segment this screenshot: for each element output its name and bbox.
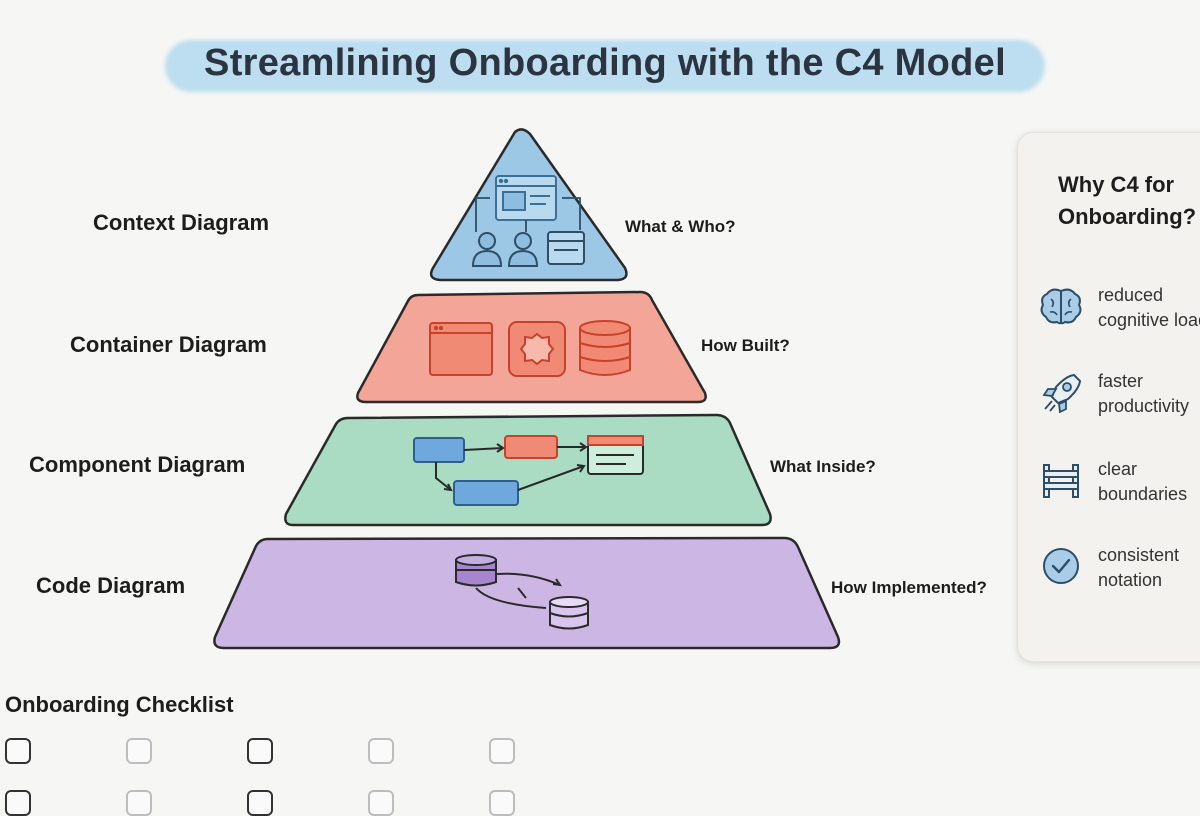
title-highlight: [165, 40, 1045, 92]
benefit-item: faster productivity: [1036, 367, 1200, 427]
browser-window-icon: [495, 175, 557, 221]
checklist-checkbox[interactable]: [489, 738, 515, 764]
level-question-code: How Implemented?: [831, 578, 987, 597]
checklist-checkbox[interactable]: [247, 790, 273, 816]
checklist-checkbox[interactable]: [126, 738, 152, 764]
benefit-text: faster productivity: [1098, 371, 1190, 416]
component-flow-icon: [413, 435, 644, 506]
pyramid-level-context: [429, 128, 628, 282]
level-question-context: What & Who?: [625, 217, 736, 236]
benefit-item: consistent notation: [1036, 541, 1200, 601]
user-icon: [471, 232, 503, 267]
benefit-item: reduced cognitive load: [1036, 281, 1200, 341]
pyramid-level-code: [213, 536, 841, 650]
page-title: Streamlining Onboarding with the C4 Mode…: [204, 42, 1006, 84]
database-icon: [579, 320, 631, 376]
user-icon: [507, 232, 539, 267]
checklist-checkbox[interactable]: [126, 790, 152, 816]
app-window-icon: [429, 322, 493, 376]
window-icon: [547, 231, 585, 265]
level-label-context: Context Diagram: [93, 210, 270, 235]
level-label-code: Code Diagram: [36, 573, 186, 598]
benefit-item: clear boundaries: [1036, 455, 1200, 515]
brain-icon: [1040, 288, 1082, 325]
level-label-container: Container Diagram: [70, 332, 267, 357]
benefit-text: clear boundaries: [1098, 459, 1188, 504]
panel-title: Why C4 for Onboarding?: [1058, 172, 1197, 229]
checklist-checkbox[interactable]: [489, 790, 515, 816]
checklist-checkbox[interactable]: [368, 790, 394, 816]
check-circle-icon: [1043, 548, 1079, 584]
benefit-text: reduced cognitive load: [1098, 285, 1200, 330]
level-label-component: Component Diagram: [29, 452, 246, 477]
benefits-panel: Why C4 for Onboarding? reduced cognitive…: [1017, 132, 1200, 662]
checklist-checkbox[interactable]: [5, 790, 31, 816]
title-banner: Streamlining Onboarding with the C4 Mode…: [165, 32, 1045, 94]
pyramid-level-container: [356, 290, 707, 404]
connector-lines: [475, 197, 581, 232]
checklist-checkbox[interactable]: [5, 738, 31, 764]
level-question-component: What Inside?: [770, 457, 876, 476]
gear-icon: [508, 321, 566, 377]
code-class-icon: [455, 554, 589, 630]
benefit-text: consistent notation: [1098, 545, 1180, 590]
checklist-title: Onboarding Checklist: [5, 692, 234, 717]
pyramid-level-component: [284, 413, 772, 527]
checklist-checkbox[interactable]: [368, 738, 394, 764]
level-question-container: How Built?: [701, 336, 790, 355]
rocket-icon: [1042, 373, 1082, 414]
checklist-checkbox[interactable]: [247, 738, 273, 764]
fence-icon: [1043, 464, 1079, 498]
